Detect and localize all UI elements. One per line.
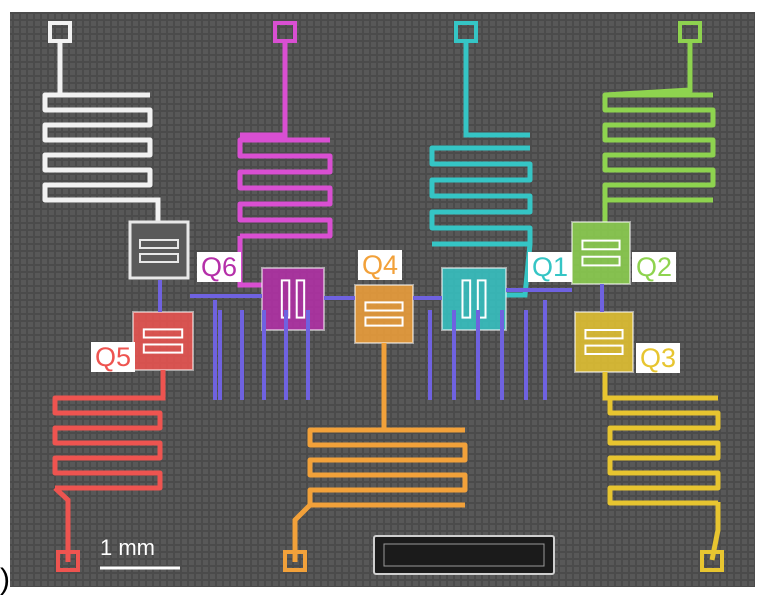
qubit-q1-pad (476, 279, 487, 319)
qubit-q1 (441, 267, 507, 331)
qubit-label-q6: Q6 (197, 252, 242, 282)
meander-white (42, 92, 153, 203)
meander-q3 (607, 395, 721, 506)
qubit-q1-pad (461, 279, 472, 319)
qubit-label-q2: Q2 (632, 252, 677, 282)
qubit-q2-pad (581, 255, 621, 267)
meander-q2 (602, 92, 716, 203)
qubit-q2-pad (581, 239, 621, 251)
qubit-label-q3: Q3 (636, 343, 681, 373)
chip-circuit (42, 21, 724, 572)
feed-q6 (240, 40, 288, 138)
qubit-white (128, 220, 190, 280)
feed-q1 (463, 40, 530, 138)
feed-q5-2 (53, 486, 71, 562)
chip-logo-icon (373, 535, 555, 575)
qubit-label-q1: Q1 (528, 252, 573, 282)
panel-fragment: ) (0, 563, 10, 596)
qubit-label-q4: Q4 (358, 250, 403, 280)
qubit-q2 (571, 221, 631, 285)
qubit-q5 (132, 311, 194, 371)
qubit-white-pad (139, 239, 179, 249)
pad-q4 (283, 550, 307, 572)
qubit-q3 (574, 311, 634, 373)
meander-q4 (307, 427, 468, 508)
pad-q5 (56, 550, 80, 572)
qubit-label-q5: Q5 (91, 342, 136, 372)
meander-q5 (52, 395, 163, 491)
qubit-q6-pad (295, 279, 306, 319)
meander-q1 (429, 145, 533, 247)
meander-q6 (237, 137, 333, 239)
qubit-q4-pad (364, 316, 404, 327)
feed-white-2 (150, 197, 161, 222)
pad-q3 (700, 550, 724, 572)
qubit-q5-pad (142, 328, 184, 339)
qubit-q3-pad (584, 329, 624, 340)
qubit-q4-pad (364, 301, 404, 312)
feed-q4-2 (292, 503, 312, 562)
qubit-q3-pad (584, 344, 624, 356)
qubit-q6 (261, 267, 325, 331)
scale-bar-label: 1 mm (100, 535, 155, 560)
qubit-q5-pad (142, 343, 184, 354)
qubit-white-pad (139, 253, 179, 263)
qubit-q4 (354, 284, 414, 344)
